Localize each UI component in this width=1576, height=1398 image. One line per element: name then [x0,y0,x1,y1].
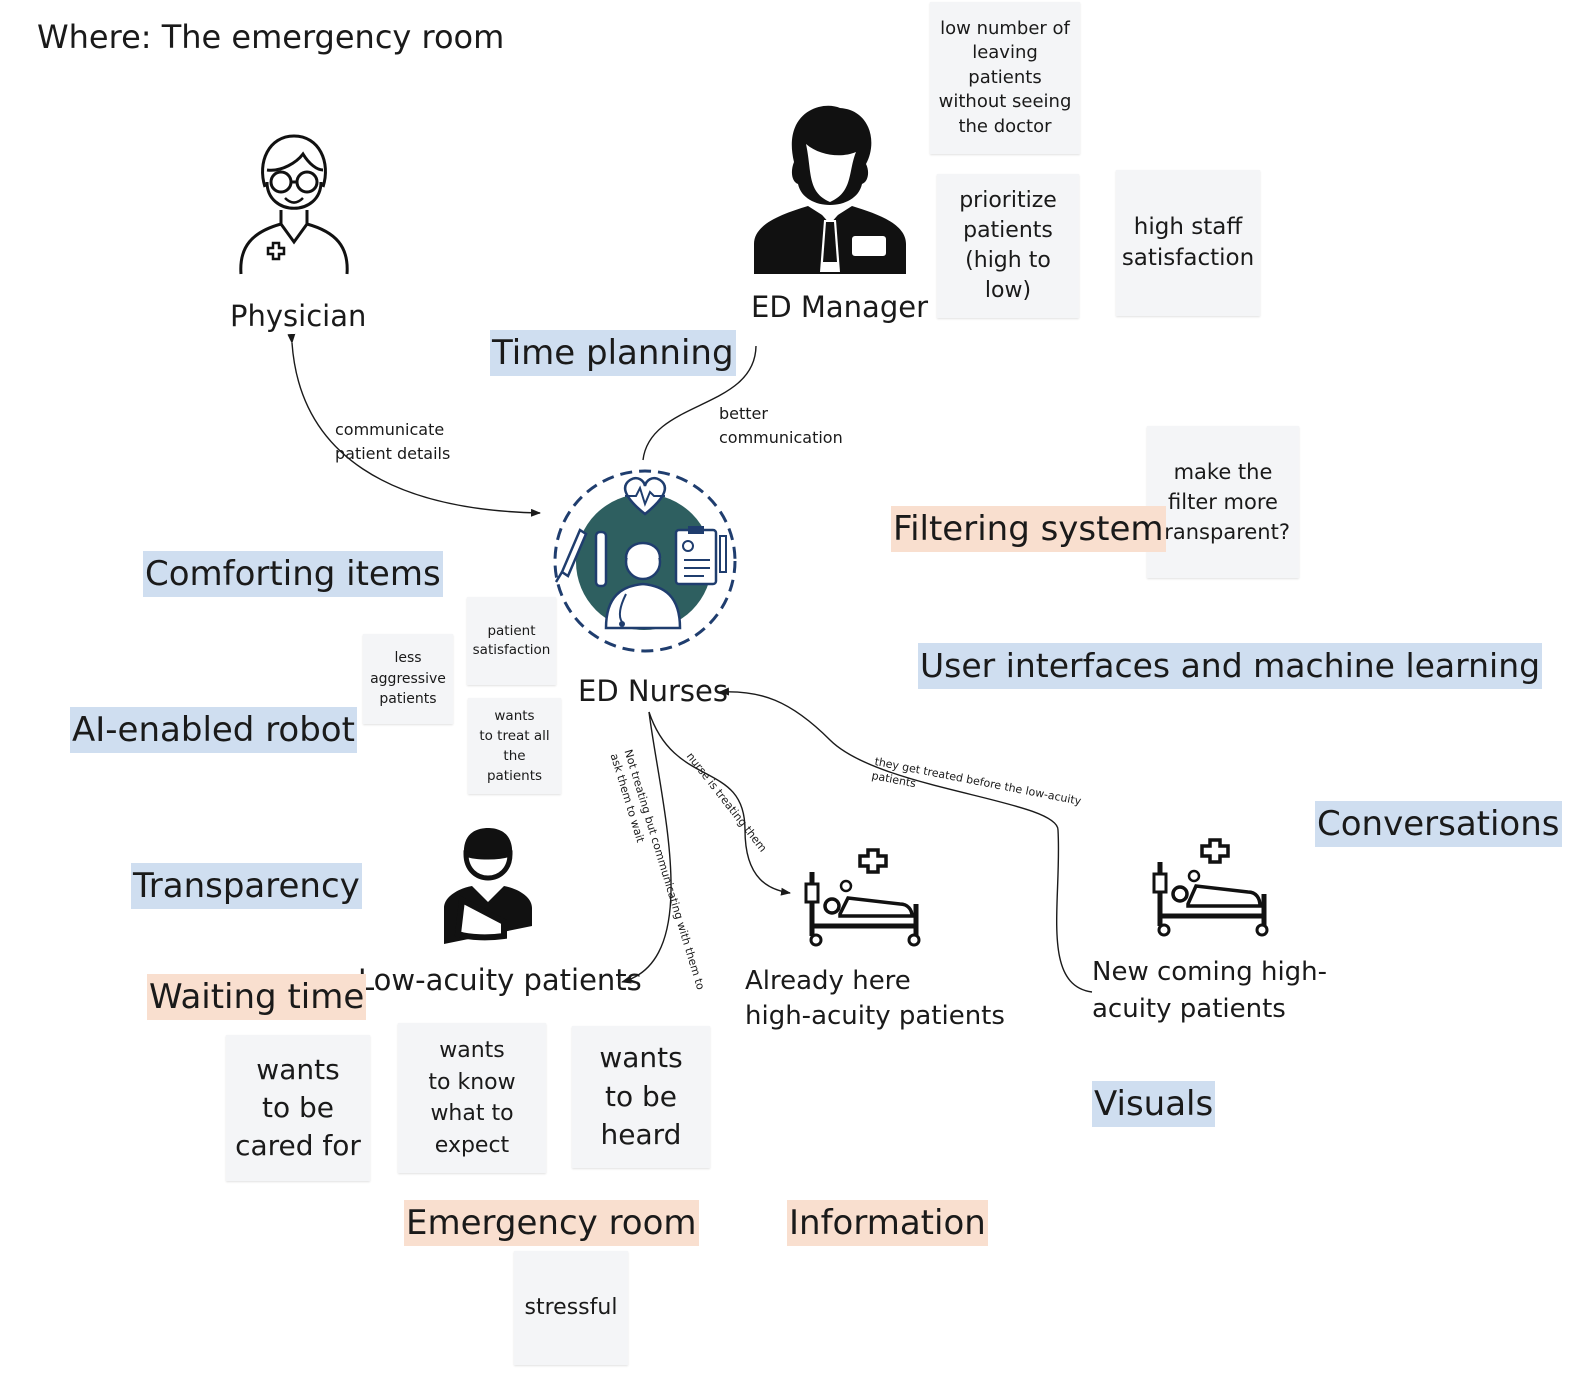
newcoming-nurses-connector [719,687,1093,993]
tag-conversations: Conversations [1315,801,1562,847]
sticky-line: high staff [1133,214,1243,240]
tag-time-planning: Time planning [490,330,736,376]
sticky-line: expect [434,1132,510,1158]
new-coming-label-line1: New coming high- [1092,957,1328,987]
sticky-line: what to [430,1101,514,1126]
sticky-line: (high to [965,248,1051,273]
injured-patient-icon [440,826,536,946]
better-communication-label-line2: communication [719,428,843,447]
sticky-line: prioritize [959,188,1057,213]
sticky-line: less [394,650,422,667]
already-here-label-line1: Already here [745,966,911,996]
communicate-label-line1: communicate [335,420,445,439]
nurses-lowacuity-connector [621,711,672,984]
manager-nurses-connector [642,345,757,461]
sticky-line: patients [379,691,437,708]
sticky-line: patient [487,623,536,639]
sticky-line: wants [439,1038,505,1063]
sticky-line: cared for [235,1129,361,1162]
tag-emergency-room: Emergency room [404,1200,699,1246]
physician-label: Physician [230,299,367,333]
sticky-line: wants [599,1041,683,1075]
tag-information: Information [787,1200,988,1246]
sticky-cared-for: wants to be cared for [226,1035,370,1181]
sticky-stressful: stressful [514,1251,628,1365]
ed-manager-label: ED Manager [751,290,928,324]
new-coming-label-line2: acuity patients [1092,994,1286,1024]
low-acuity-label: Low-acuity patients [358,963,642,997]
sticky-know-expect: wants to know what to expect [398,1023,546,1173]
sticky-line: wants [256,1053,340,1086]
already-here-label-line2: high-acuity patients [745,1001,1005,1031]
tag-user-interfaces: User interfaces and machine learning [918,643,1543,689]
sticky-filter-transparent: make the filter more transparent? [1147,426,1299,578]
sticky-line: low number of [940,17,1070,39]
sticky-treat-all: wants to treat all the patients [468,698,561,794]
sticky-line: without seeing [938,91,1072,113]
sticky-less-aggressive: less aggressive patients [363,634,453,724]
sticky-line: patients [963,218,1053,243]
nurses-alreadyhere-connector [648,711,791,896]
sticky-line: patients [486,768,543,784]
page-title: Where: The emergency room [37,18,505,56]
tag-visuals: Visuals [1092,1081,1216,1127]
sticky-be-heard: wants to be heard [572,1026,710,1168]
sticky-line: the [503,748,526,764]
sticky-line: patients [968,66,1042,88]
sticky-line: to treat all [479,728,550,744]
nurse-icon [550,466,740,656]
sticky-line: to know [428,1069,516,1095]
tag-ai-robot: AI-enabled robot [70,707,357,753]
sticky-line: to be [261,1091,334,1124]
better-communication-label-line1: better [719,404,768,423]
physician-nurses-connector [287,333,541,517]
sticky-line: the doctor [958,115,1052,137]
hospital-bed-icon-new-coming [1152,838,1272,938]
hospital-bed-icon-already-here [804,848,924,948]
sticky-line: wants [494,708,535,724]
tag-filtering-system: Filtering system [891,506,1166,552]
sticky-line: to be [604,1079,677,1113]
sticky-staff-satisfaction: high staff satisfaction [1116,170,1260,316]
sticky-line: make the [1173,460,1273,484]
sticky-line: filter more [1168,490,1278,514]
communicate-label-line2: patient details [335,444,451,463]
manager-icon [752,102,908,276]
tag-waiting-time: Waiting time [147,974,367,1020]
sticky-prioritize: prioritize patients (high to low) [937,174,1079,318]
sticky-line: leaving [972,42,1038,64]
sticky-line: low) [984,278,1032,303]
ed-nurses-label: ED Nurses [578,674,728,708]
physician-icon [237,132,351,278]
sticky-line: aggressive [370,670,446,687]
tag-comforting-items: Comforting items [143,551,443,597]
sticky-line: stressful [524,1295,618,1320]
tag-transparency: Transparency [131,863,362,909]
sticky-line: satisfaction [1121,245,1255,271]
sticky-patient-satisfaction: patient satisfaction [467,597,556,685]
sticky-line: heard [600,1118,682,1152]
sticky-line: transparent? [1156,520,1290,544]
sticky-low-number: low number of leaving patients without s… [930,2,1080,154]
sticky-line: satisfaction [472,642,551,658]
